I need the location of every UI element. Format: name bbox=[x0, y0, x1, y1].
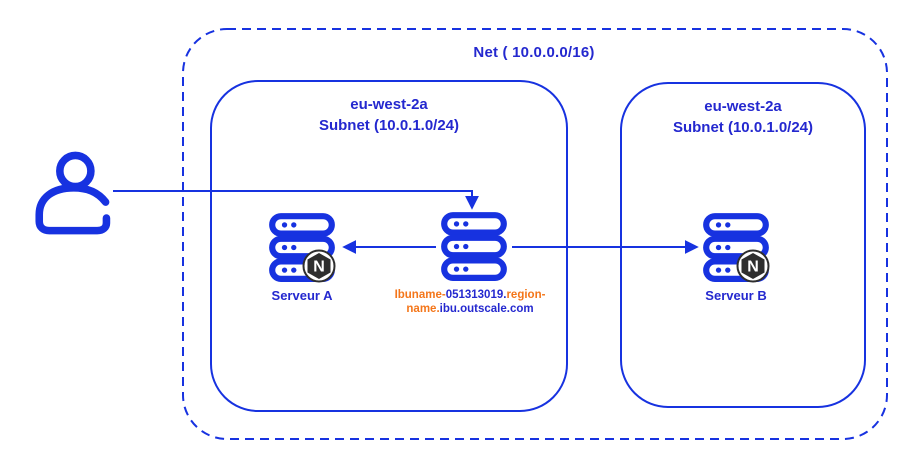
server-b: N Serveur B bbox=[698, 210, 774, 303]
subnet-box-left: eu-west-2a Subnet (10.0.1.0/24) bbox=[210, 80, 568, 412]
user-body bbox=[35, 184, 111, 235]
nginx-letter: N bbox=[313, 259, 325, 276]
hostname-part-lbuname: Ibuname- bbox=[394, 289, 446, 301]
load-balancer bbox=[436, 209, 512, 283]
subnet-right-az-label: eu-west-2a bbox=[704, 98, 782, 115]
hostname-part-domain: ibu.outscale.com bbox=[439, 303, 534, 316]
user-head bbox=[56, 151, 95, 191]
subnet-left-cidr-label: Subnet (10.0.1.0/24) bbox=[318, 117, 460, 134]
server-b-label: Serveur B bbox=[705, 288, 767, 303]
server-a: N Serveur A bbox=[264, 210, 340, 303]
nginx-badge-icon: N bbox=[736, 249, 770, 283]
load-balancer-icon bbox=[441, 212, 507, 281]
server-a-label: Serveur A bbox=[271, 288, 333, 303]
nginx-badge-icon: N bbox=[302, 249, 336, 283]
subnet-right-title: eu-west-2a Subnet (10.0.1.0/24) bbox=[622, 96, 864, 138]
nginx-letter: N bbox=[747, 259, 759, 276]
hostname-part-region: region- bbox=[506, 289, 546, 301]
lb-hostname: Ibuname-051313019.region- name.ibu.outsc… bbox=[373, 288, 567, 317]
subnet-box-right: eu-west-2a Subnet (10.0.1.0/24) bbox=[620, 82, 866, 408]
hostname-part-name: name. bbox=[406, 303, 440, 316]
net-label: Net ( 10.0.0.0/16) bbox=[473, 44, 595, 61]
subnet-left-az-label: eu-west-2a bbox=[350, 96, 428, 113]
hostname-part-id: 051313019. bbox=[445, 289, 507, 301]
subnet-right-cidr-label: Subnet (10.0.1.0/24) bbox=[672, 119, 814, 136]
subnet-left-title: eu-west-2a Subnet (10.0.1.0/24) bbox=[212, 94, 566, 136]
user-icon bbox=[35, 151, 111, 235]
